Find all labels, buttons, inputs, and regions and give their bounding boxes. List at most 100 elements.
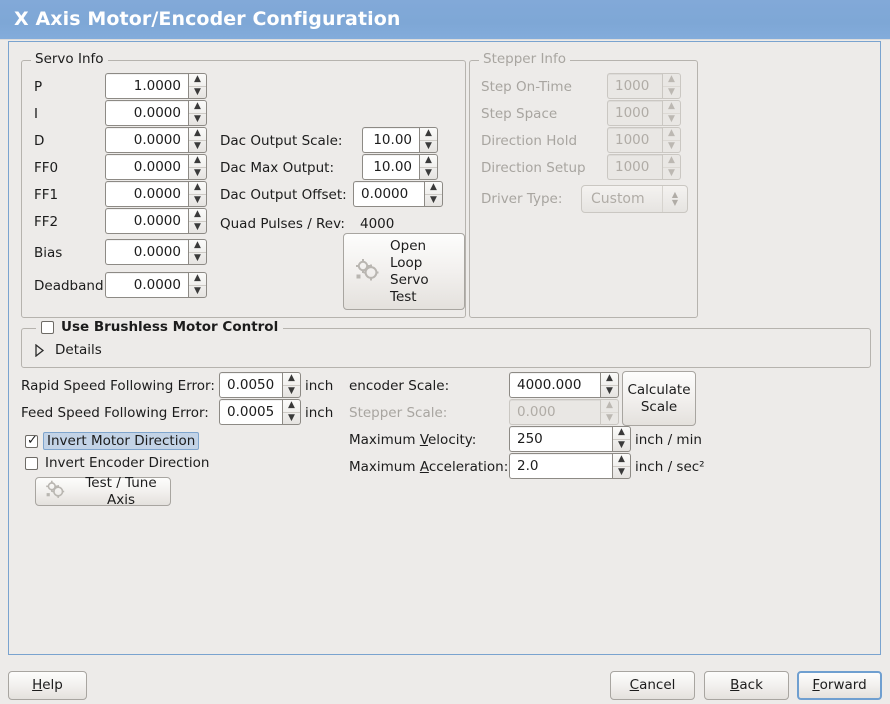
- servo-i-spinbox[interactable]: 0.0000 ▲ ▼: [105, 100, 207, 126]
- rapid-error-stepper[interactable]: ▲ ▼: [282, 372, 301, 398]
- servo-bias-stepper[interactable]: ▲ ▼: [188, 239, 207, 265]
- feed-speed-following-error-label: Feed Speed Following Error:: [21, 405, 209, 421]
- maximum-velocity-spinbox[interactable]: 250 ▲ ▼: [509, 426, 631, 452]
- maximum-velocity-value[interactable]: 250: [509, 426, 612, 452]
- spin-up-icon[interactable]: ▲: [288, 373, 295, 384]
- checkbox-box[interactable]: [41, 320, 54, 334]
- servo-ff0-value[interactable]: 0.0000: [105, 154, 188, 180]
- servo-ff0-stepper[interactable]: ▲ ▼: [188, 154, 207, 180]
- spin-up-icon[interactable]: ▲: [425, 128, 432, 139]
- spin-down-icon[interactable]: ▼: [420, 166, 437, 180]
- spin-down-icon[interactable]: ▼: [601, 384, 618, 398]
- cancel-button[interactable]: Cancel: [610, 671, 695, 700]
- spin-down-icon[interactable]: ▼: [189, 220, 206, 234]
- dac-output-offset-stepper[interactable]: ▲ ▼: [424, 181, 443, 207]
- spin-down-icon[interactable]: ▼: [189, 112, 206, 126]
- maximum-acceleration-stepper[interactable]: ▲ ▼: [612, 453, 631, 479]
- spin-up-icon[interactable]: ▲: [194, 240, 201, 251]
- use-brushless-motor-control-checkbox[interactable]: Use Brushless Motor Control: [41, 320, 278, 334]
- spin-down-icon[interactable]: ▼: [613, 438, 630, 452]
- spin-up-icon[interactable]: ▲: [425, 155, 432, 166]
- servo-ff0-spinbox[interactable]: 0.0000 ▲ ▼: [105, 154, 207, 180]
- servo-d-spinbox[interactable]: 0.0000 ▲ ▼: [105, 127, 207, 153]
- feed-error-stepper[interactable]: ▲ ▼: [282, 399, 301, 425]
- spin-down-icon[interactable]: ▼: [189, 139, 206, 153]
- calculate-scale-button[interactable]: Calculate Scale: [622, 371, 696, 426]
- spin-up-icon[interactable]: ▲: [288, 400, 295, 411]
- servo-p-stepper[interactable]: ▲ ▼: [188, 73, 207, 99]
- servo-deadband-spinbox[interactable]: 0.0000 ▲ ▼: [105, 272, 207, 298]
- spin-down-icon[interactable]: ▼: [420, 139, 437, 153]
- dac-output-scale-stepper[interactable]: ▲ ▼: [419, 127, 438, 153]
- servo-p-value[interactable]: 1.0000: [105, 73, 188, 99]
- invert-motor-direction-checkbox[interactable]: ✓ Invert Motor Direction: [25, 432, 200, 450]
- encoder-scale-spinbox[interactable]: 4000.000 ▲ ▼: [509, 372, 619, 398]
- spin-down-icon[interactable]: ▼: [283, 411, 300, 425]
- spin-up-icon[interactable]: ▲: [194, 182, 201, 193]
- spin-up-icon[interactable]: ▲: [194, 101, 201, 112]
- dac-max-output-spinbox[interactable]: 10.00 ▲ ▼: [362, 154, 438, 180]
- servo-ff1-spinbox[interactable]: 0.0000 ▲ ▼: [105, 181, 207, 207]
- servo-bias-value[interactable]: 0.0000: [105, 239, 188, 265]
- servo-deadband-value[interactable]: 0.0000: [105, 272, 188, 298]
- feed-speed-following-error-spinbox[interactable]: 0.0005 ▲ ▼: [219, 399, 301, 425]
- chevron-right-icon[interactable]: [34, 343, 45, 357]
- spin-down-icon[interactable]: ▼: [189, 193, 206, 207]
- spin-up-icon[interactable]: ▲: [194, 155, 201, 166]
- dac-output-scale-spinbox[interactable]: 10.00 ▲ ▼: [362, 127, 438, 153]
- spin-down-icon[interactable]: ▼: [613, 465, 630, 479]
- dac-max-output-stepper[interactable]: ▲ ▼: [419, 154, 438, 180]
- spin-up-icon[interactable]: ▲: [618, 454, 625, 465]
- spin-down-icon[interactable]: ▼: [283, 384, 300, 398]
- spin-down-icon[interactable]: ▼: [189, 251, 206, 265]
- servo-bias-spinbox[interactable]: 0.0000 ▲ ▼: [105, 239, 207, 265]
- spin-up-icon[interactable]: ▲: [194, 209, 201, 220]
- servo-i-value[interactable]: 0.0000: [105, 100, 188, 126]
- servo-label-bias: Bias: [34, 245, 63, 261]
- servo-p-spinbox[interactable]: 1.0000 ▲ ▼: [105, 73, 207, 99]
- feed-speed-following-error-value[interactable]: 0.0005: [219, 399, 282, 425]
- spin-up-icon[interactable]: ▲: [194, 74, 201, 85]
- maximum-acceleration-spinbox[interactable]: 2.0 ▲ ▼: [509, 453, 631, 479]
- details-expander[interactable]: Details: [34, 342, 102, 358]
- invert-encoder-direction-checkbox[interactable]: Invert Encoder Direction: [25, 455, 209, 471]
- spin-up-icon[interactable]: ▲: [194, 128, 201, 139]
- spin-down-icon[interactable]: ▼: [189, 284, 206, 298]
- spin-up-icon[interactable]: ▲: [606, 373, 613, 384]
- cancel-label: Cancel: [630, 677, 676, 694]
- servo-ff2-stepper[interactable]: ▲ ▼: [188, 208, 207, 234]
- servo-ff2-value[interactable]: 0.0000: [105, 208, 188, 234]
- checkbox-box[interactable]: ✓: [25, 434, 38, 448]
- servo-label-ff1: FF1: [34, 187, 59, 203]
- encoder-scale-stepper[interactable]: ▲ ▼: [600, 372, 619, 398]
- test-tune-axis-button[interactable]: Test / Tune Axis: [35, 475, 171, 508]
- spin-down-icon[interactable]: ▼: [425, 193, 442, 207]
- servo-ff1-value[interactable]: 0.0000: [105, 181, 188, 207]
- dac-output-offset-value[interactable]: 0.0000: [353, 181, 424, 207]
- spin-down-icon: ▼: [663, 85, 680, 99]
- maximum-velocity-stepper[interactable]: ▲ ▼: [612, 426, 631, 452]
- servo-i-stepper[interactable]: ▲ ▼: [188, 100, 207, 126]
- servo-ff2-spinbox[interactable]: 0.0000 ▲ ▼: [105, 208, 207, 234]
- spin-up-icon[interactable]: ▲: [430, 182, 437, 193]
- spin-down-icon[interactable]: ▼: [189, 166, 206, 180]
- checkbox-box[interactable]: [25, 456, 38, 470]
- rapid-speed-following-error-spinbox[interactable]: 0.0050 ▲ ▼: [219, 372, 301, 398]
- spin-up-icon[interactable]: ▲: [194, 273, 201, 284]
- back-button[interactable]: Back: [704, 671, 789, 700]
- help-button[interactable]: Help: [8, 671, 87, 700]
- servo-d-value[interactable]: 0.0000: [105, 127, 188, 153]
- servo-d-stepper[interactable]: ▲ ▼: [188, 127, 207, 153]
- servo-deadband-stepper[interactable]: ▲ ▼: [188, 272, 207, 298]
- forward-button[interactable]: Forward: [797, 671, 882, 700]
- dac-output-offset-spinbox[interactable]: 0.0000 ▲ ▼: [353, 181, 443, 207]
- encoder-scale-value[interactable]: 4000.000: [509, 372, 600, 398]
- spin-down-icon[interactable]: ▼: [189, 85, 206, 99]
- spin-up-icon[interactable]: ▲: [618, 427, 625, 438]
- maximum-acceleration-value[interactable]: 2.0: [509, 453, 612, 479]
- dac-output-scale-value[interactable]: 10.00: [362, 127, 419, 153]
- rapid-speed-following-error-value[interactable]: 0.0050: [219, 372, 282, 398]
- servo-ff1-stepper[interactable]: ▲ ▼: [188, 181, 207, 207]
- open-loop-servo-test-button[interactable]: Open Loop Servo Test: [343, 233, 465, 310]
- dac-max-output-value[interactable]: 10.00: [362, 154, 419, 180]
